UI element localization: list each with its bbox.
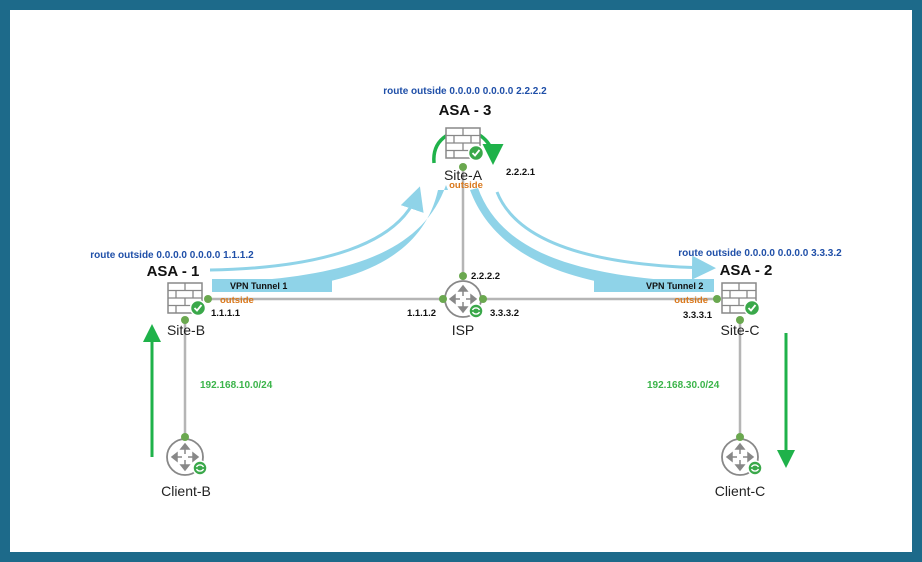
asa-3-name: ASA - 3 <box>439 102 492 119</box>
site-b-label: Site-B <box>167 322 205 338</box>
port-dot <box>736 316 744 324</box>
port-dot <box>713 295 721 303</box>
isp-router[interactable] <box>444 280 484 319</box>
asa-1-route: route outside 0.0.0.0 0.0.0.0 1.1.1.2 <box>90 250 254 261</box>
asa-1-outside-label: outside <box>220 295 254 306</box>
site-a-label: Site-A <box>444 167 483 183</box>
links <box>183 168 742 438</box>
isp-ip-top: 2.2.2.2 <box>471 271 500 282</box>
asa-2-firewall[interactable] <box>721 282 761 317</box>
asa-2-name: ASA - 2 <box>720 262 773 279</box>
asa-2-outside-label: outside <box>674 295 708 306</box>
port-dot <box>181 433 189 441</box>
port-dot <box>204 295 212 303</box>
vpn-tunnel-2: VPN Tunnel 2 <box>470 188 716 292</box>
port-dot <box>181 316 189 324</box>
asa-3-route: route outside 0.0.0.0 0.0.0.0 2.2.2.2 <box>383 86 547 97</box>
vpn-tunnel-1: VPN Tunnel 1 <box>209 185 448 292</box>
tunnel-2-label: VPN Tunnel 2 <box>646 281 703 291</box>
client-c-label: Client-C <box>715 483 766 499</box>
port-dots <box>181 163 744 441</box>
tunnel-1-label: VPN Tunnel 1 <box>230 281 287 291</box>
client-b-label: Client-B <box>161 483 211 499</box>
asa-1-firewall[interactable] <box>167 282 207 317</box>
client-b-network: 192.168.10.0/24 <box>200 380 273 391</box>
client-c-router[interactable] <box>721 438 763 476</box>
asa-2-route: route outside 0.0.0.0 0.0.0.0 3.3.3.2 <box>678 248 842 259</box>
isp-label: ISP <box>452 322 475 338</box>
client-c-network: 192.168.30.0/24 <box>647 380 720 391</box>
asa-1-name: ASA - 1 <box>147 263 200 280</box>
asa-2-ip: 3.3.3.1 <box>683 310 713 321</box>
port-dot <box>439 295 447 303</box>
isp-ip-left: 1.1.1.2 <box>407 308 436 319</box>
isp-ip-right: 3.3.3.2 <box>490 308 519 319</box>
port-dot <box>459 272 467 280</box>
client-b-router[interactable] <box>166 438 208 476</box>
port-dot <box>736 433 744 441</box>
port-dot <box>479 295 487 303</box>
asa-3-firewall[interactable] <box>445 127 485 162</box>
site-c-label: Site-C <box>721 322 760 338</box>
asa-1-ip: 1.1.1.1 <box>211 308 241 319</box>
asa-3-ip: 2.2.2.1 <box>506 167 536 178</box>
asa-3-outside-label: outside <box>449 180 483 191</box>
port-dot <box>459 163 467 171</box>
